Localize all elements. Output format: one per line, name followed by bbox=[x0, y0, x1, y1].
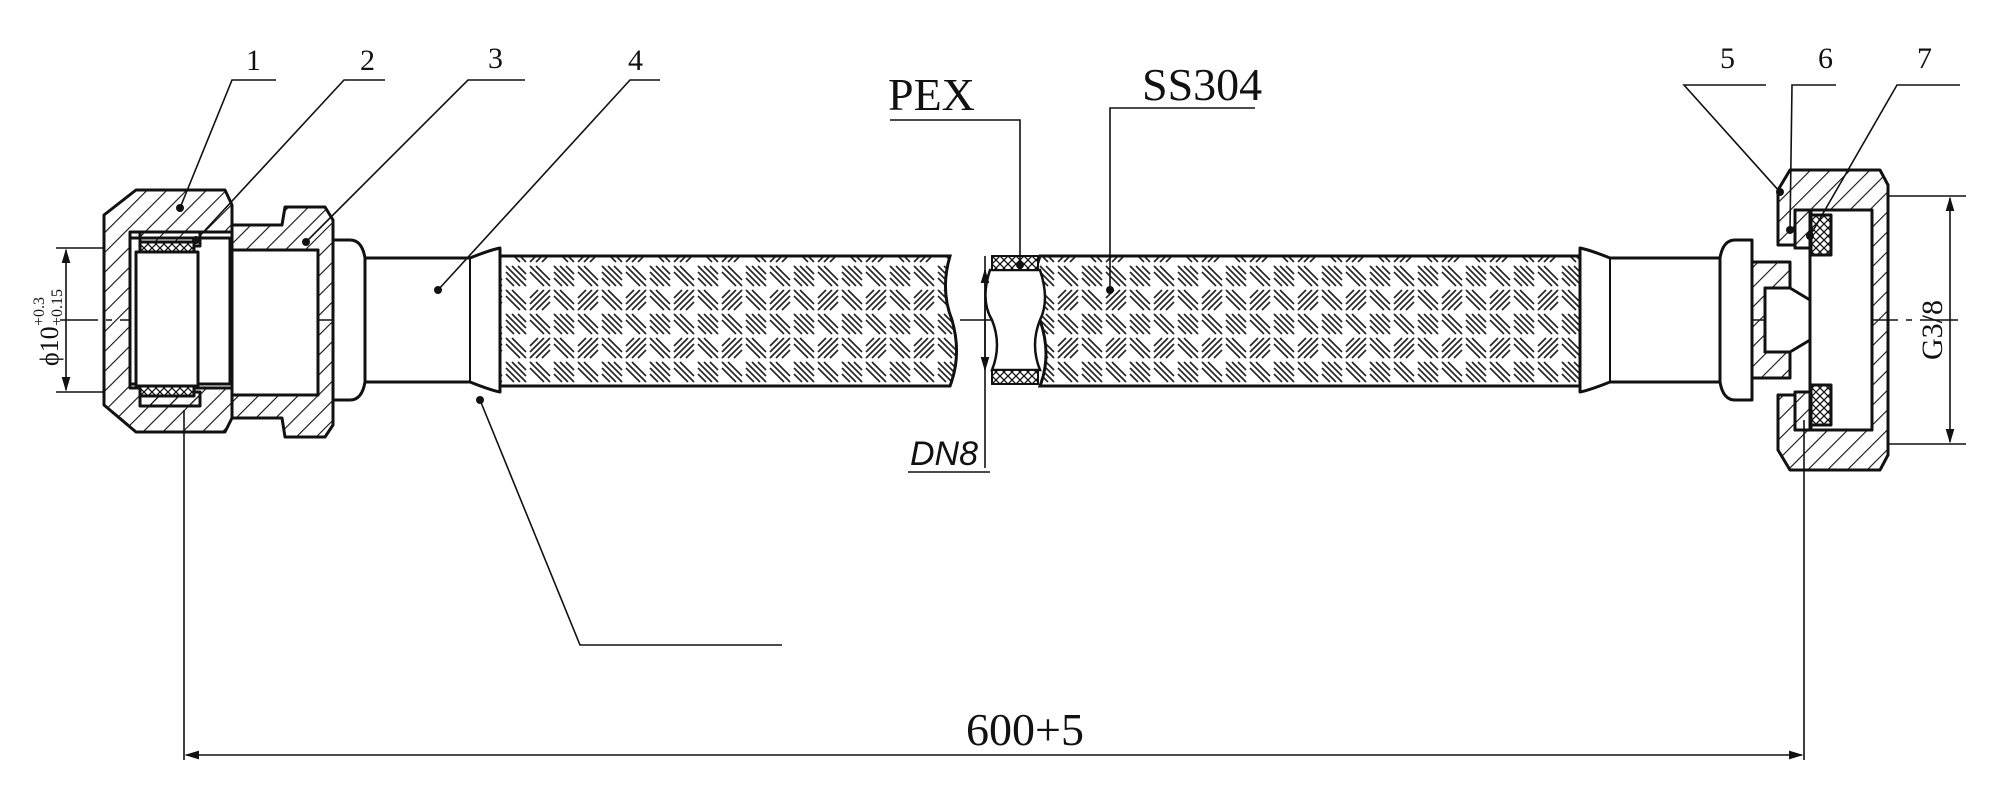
hose bbox=[498, 254, 1582, 388]
hose-braid-right bbox=[1032, 254, 1582, 388]
hose-braid-left bbox=[498, 254, 959, 388]
part-number-4: 4 bbox=[628, 44, 643, 77]
overall-length-label: 600+5 bbox=[966, 704, 1084, 755]
right-fitting bbox=[1578, 168, 1890, 472]
right-washer-top bbox=[1793, 208, 1813, 250]
part-number-3: 3 bbox=[488, 42, 503, 75]
thread-dimension bbox=[1888, 195, 1966, 445]
part-number-1: 1 bbox=[246, 44, 261, 77]
thread-size-label: G3/8 bbox=[1916, 300, 1949, 360]
length-dimension bbox=[183, 410, 1805, 760]
bore-lower-tolerance: +0.15 bbox=[49, 289, 66, 326]
bore-diameter-label: ϕ10 +0.3 +0.15 bbox=[31, 289, 66, 366]
nominal-diameter-label: DN8 bbox=[910, 435, 978, 473]
right-washer-bottom bbox=[1793, 390, 1813, 432]
part-number-5: 5 bbox=[1720, 42, 1735, 75]
right-gasket-top bbox=[1809, 213, 1833, 257]
part-number-2: 2 bbox=[360, 44, 375, 77]
left-fitting bbox=[102, 188, 502, 439]
bore-upper-tolerance: +0.3 bbox=[31, 297, 48, 326]
left-body-bore bbox=[230, 248, 320, 397]
right-seat-cone bbox=[1763, 286, 1812, 354]
dn8-dimension bbox=[908, 256, 990, 473]
part-number-6: 6 bbox=[1818, 42, 1833, 75]
pex-wall-bottom bbox=[991, 369, 1039, 385]
left-neck bbox=[331, 238, 367, 402]
bore-diameter-symbol: ϕ10 bbox=[35, 326, 64, 366]
right-gasket-bottom bbox=[1809, 383, 1833, 427]
material-pex-label: PEX bbox=[888, 69, 975, 120]
leader-dots bbox=[176, 188, 1814, 404]
pex-cutaway bbox=[984, 268, 1047, 372]
bore-dimension bbox=[56, 247, 104, 393]
part-number-7: 7 bbox=[1917, 42, 1932, 75]
left-crimp-ferrule bbox=[363, 246, 502, 394]
part-callouts bbox=[179, 79, 1960, 646]
pex-wall-top bbox=[991, 255, 1039, 271]
material-ss304-label: SS304 bbox=[1142, 59, 1262, 110]
right-crimp-ferrule bbox=[1578, 246, 1722, 394]
right-neck bbox=[1718, 238, 1754, 402]
left-inner-sleeve bbox=[134, 250, 200, 388]
